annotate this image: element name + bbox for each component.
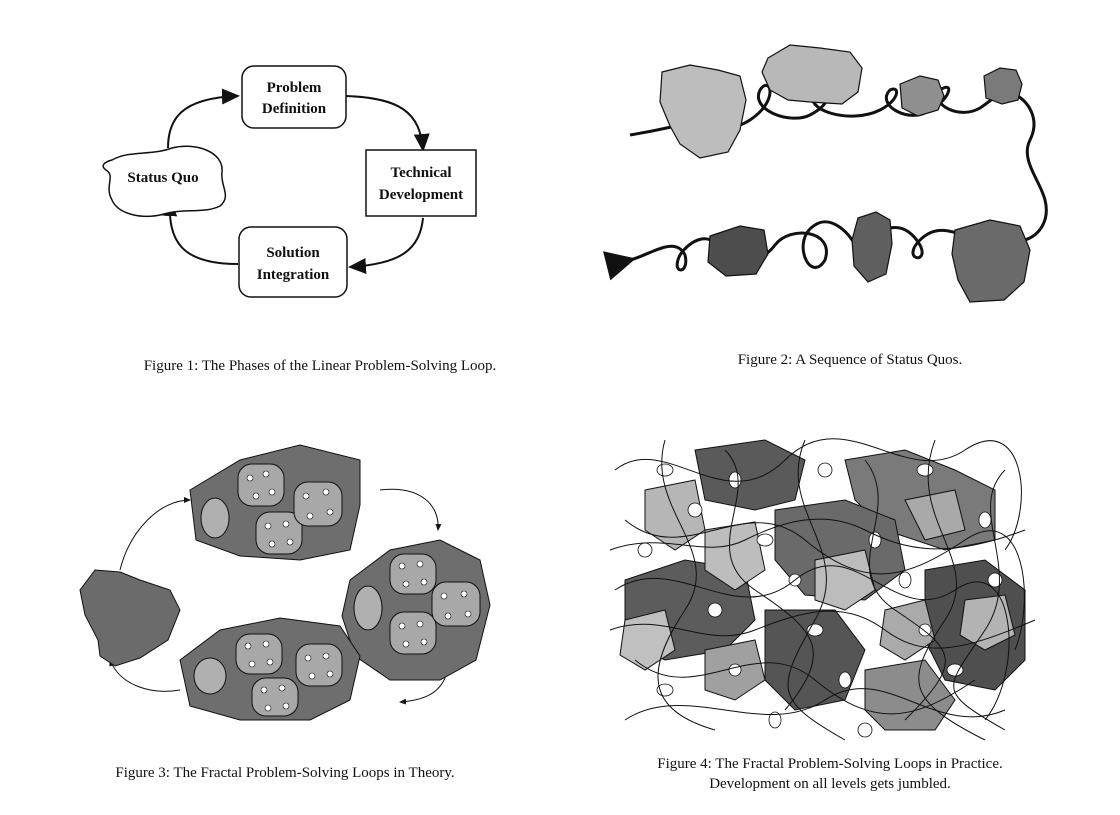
fig4-blob-11 <box>619 609 676 671</box>
fig3-bottom-sub-2 <box>235 633 283 675</box>
fig3-status-quo-blob <box>79 569 181 667</box>
status-quo-blob-7 <box>707 225 769 277</box>
status-quo-blob-3 <box>899 75 945 117</box>
arrow-statusquo-to-problem <box>167 88 240 149</box>
figure-3 <box>60 430 540 730</box>
fig3-right-sub-4 <box>431 581 481 627</box>
fig4-blob-8 <box>644 479 706 551</box>
fig4-blob-7 <box>864 659 956 731</box>
status-quo-blob-6 <box>851 211 893 283</box>
fig4-jumbled-lines <box>609 438 1036 741</box>
figure-1: Problem Definition Technical Development… <box>0 0 560 400</box>
problem-definition-box <box>241 65 347 129</box>
fig3-right-sub-2 <box>389 553 437 595</box>
status-quo-blob-5 <box>951 219 1031 303</box>
figure-2-caption: Figure 2: A Sequence of Status Quos. <box>737 352 963 368</box>
figure-1-caption: Figure 1: The Phases of the Linear Probl… <box>143 358 497 374</box>
figure-4 <box>605 430 1045 750</box>
fig4-blob-1 <box>694 439 806 511</box>
technical-development-line2: Development <box>379 187 463 203</box>
status-quo-blob <box>102 145 227 218</box>
status-quo-blob-2 <box>761 44 863 105</box>
fig3-bottom-sub-4 <box>295 643 343 687</box>
fig3-right-sub-3 <box>389 611 437 655</box>
figure-4-caption-line2: Development on all levels gets jumbled. <box>709 776 951 792</box>
fig3-top-sub-1 <box>200 497 230 539</box>
fig3-top-sub-2 <box>237 463 285 507</box>
fig3-arrow-top-to-right <box>379 488 442 531</box>
fig3-micro-loops <box>244 470 472 712</box>
fig3-top-sub-4 <box>293 481 343 527</box>
solution-integration-line1: Solution <box>266 245 320 261</box>
figure-1-diagram: Problem Definition Technical Development… <box>102 65 477 298</box>
status-quo-blob-4 <box>983 67 1023 105</box>
figure-4-caption-line1: Figure 4: The Fractal Problem-Solving Lo… <box>657 756 1003 772</box>
fig4-blob-4 <box>774 499 906 601</box>
fig3-bottom-sub-3 <box>251 677 299 717</box>
figure-4-diagram <box>609 438 1036 741</box>
problem-definition-line1: Problem <box>267 80 322 96</box>
figure-2-diagram <box>603 44 1048 303</box>
technical-development-line1: Technical <box>390 165 451 181</box>
fig3-bottom-sub-1 <box>193 657 227 695</box>
figure-3-caption: Figure 3: The Fractal Problem-Solving Lo… <box>115 765 455 781</box>
solution-integration-line2: Integration <box>257 267 330 283</box>
fig3-arrow-bottom-to-left <box>109 659 181 692</box>
problem-definition-line2: Definition <box>262 101 327 117</box>
solution-integration-box <box>238 226 348 298</box>
fig4-blob-15 <box>879 599 936 661</box>
figure-2 <box>600 30 1100 330</box>
fig3-arrow-left-to-top <box>119 497 191 571</box>
status-quo-label: Status Quo <box>127 170 198 186</box>
status-quo-blob-1 <box>659 64 747 159</box>
figure-3-diagram <box>79 444 491 721</box>
fig4-blob-13 <box>814 549 876 611</box>
arrow-technical-to-solution <box>348 217 424 275</box>
fig3-right-sub-1 <box>353 585 383 631</box>
arrow-problem-to-technical <box>345 95 430 152</box>
technical-development-box <box>365 149 477 217</box>
status-quo-chain-path <box>603 82 1048 281</box>
